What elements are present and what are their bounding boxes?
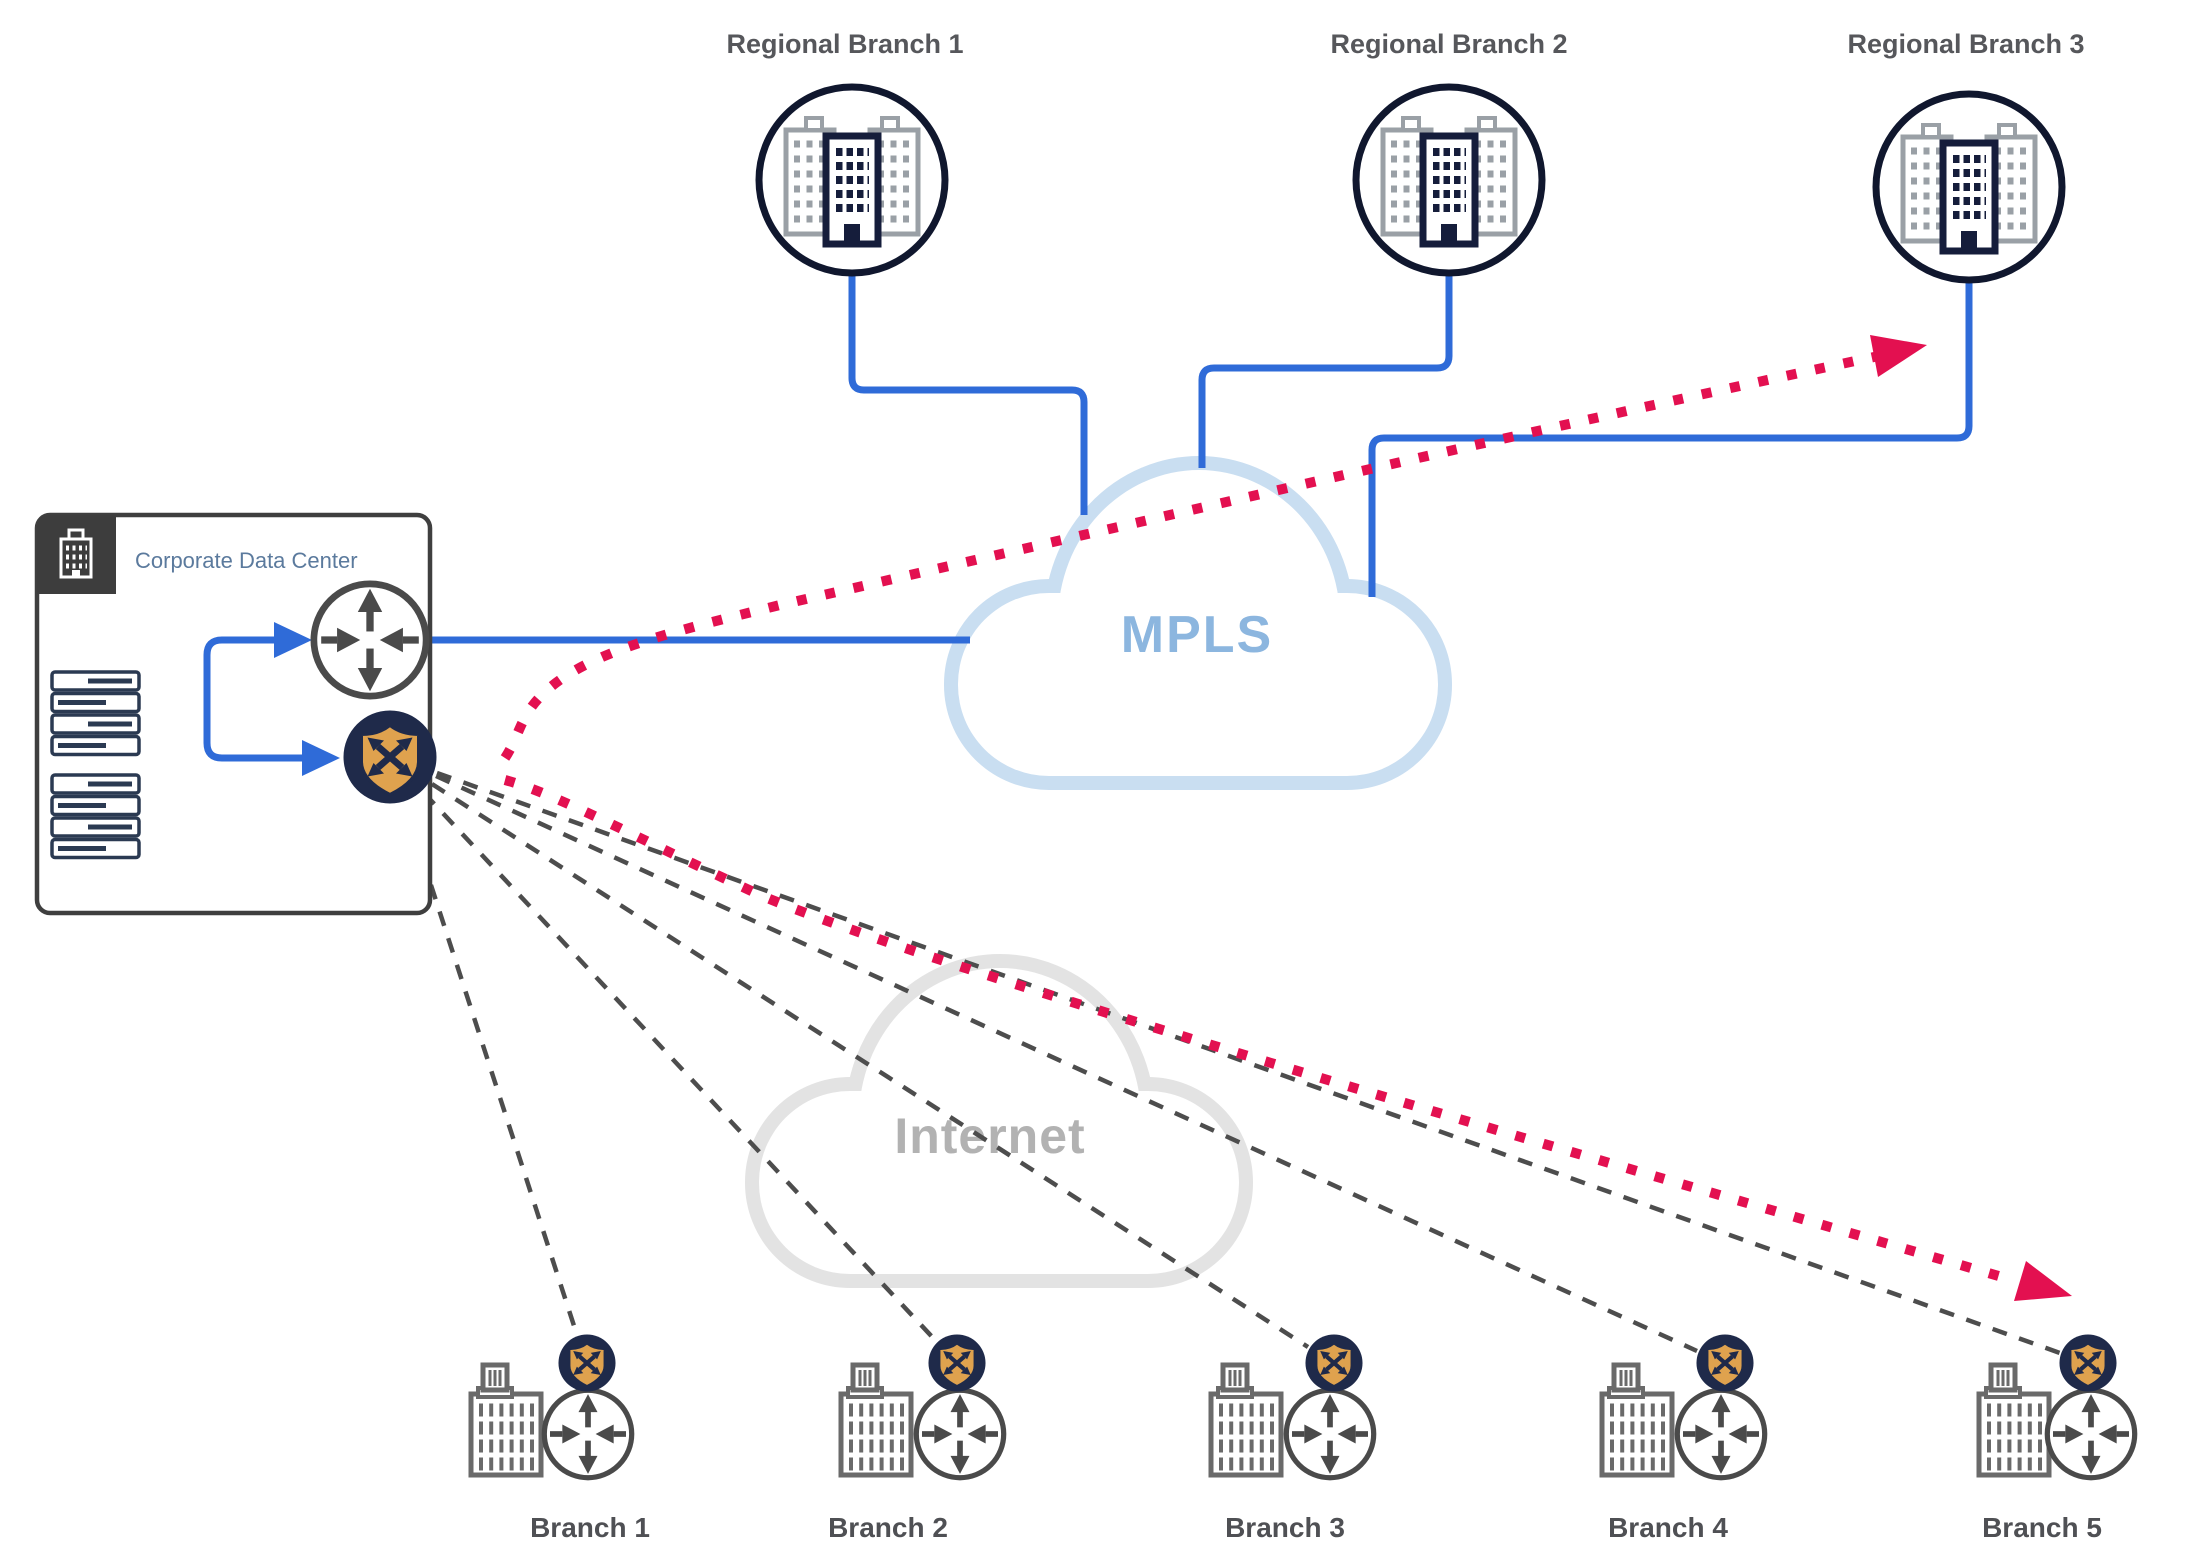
server-rack-top xyxy=(50,670,141,757)
regional-branch-2-node: Regional Branch 2 xyxy=(1330,29,1568,273)
branch-router-icon xyxy=(2047,1390,2134,1477)
branch-building-icon xyxy=(471,1365,541,1475)
branch-sdwan-shield-icon xyxy=(1305,1334,1362,1391)
mpls-cloud-label: MPLS xyxy=(1121,606,1273,664)
branch-router-icon xyxy=(916,1390,1003,1477)
branch-2-label: Branch 2 xyxy=(828,1512,948,1543)
branch-building-icon xyxy=(841,1365,911,1475)
arrowhead-to-router xyxy=(274,622,312,658)
internet-cloud-label: Internet xyxy=(894,1108,1085,1164)
branch-sdwan-shield-icon xyxy=(1696,1334,1753,1391)
branch-building-icon xyxy=(1979,1365,2049,1475)
mpls-cloud: MPLS xyxy=(958,470,1438,776)
branch-router-icon xyxy=(1286,1390,1373,1477)
branch-sdwan-shield-icon xyxy=(2059,1334,2116,1391)
branch-1-node: Branch 1 xyxy=(471,1334,650,1543)
branch-sdwan-shield-icon xyxy=(928,1334,985,1391)
regional-building-icon xyxy=(1876,94,2062,280)
branch-1-label: Branch 1 xyxy=(530,1512,650,1543)
regional-building-icon xyxy=(1356,87,1542,273)
regional-branch-1-node: Regional Branch 1 xyxy=(726,29,964,273)
dc-label: Corporate Data Center xyxy=(135,548,358,573)
underlay-link-branch-5 xyxy=(436,770,2061,1356)
dc-badge xyxy=(37,515,116,594)
branch-3-node: Branch 3 xyxy=(1211,1334,1374,1543)
branch-router-icon xyxy=(544,1390,631,1477)
branch-building-icon xyxy=(1602,1365,1672,1475)
overlay-path-to-regional-branch-3 xyxy=(500,349,1890,761)
underlay-link-branch-2 xyxy=(422,791,938,1343)
branch-building-icon xyxy=(1211,1365,1281,1475)
server-rack-bottom xyxy=(50,773,141,860)
dc-sdwan-shield-icon xyxy=(344,711,437,804)
regional-branch-3-node: Regional Branch 3 xyxy=(1847,29,2085,280)
branch-2-node: Branch 2 xyxy=(828,1334,1004,1543)
branch-4-node: Branch 4 xyxy=(1602,1334,1765,1543)
link-regional-branch-3-mpls xyxy=(1368,278,1973,597)
dc-router-icon xyxy=(314,584,426,696)
underlay-link-branch-4 xyxy=(435,773,1698,1354)
regional-branch-3-label: Regional Branch 3 xyxy=(1847,29,2084,59)
link-regional-branch-2-mpls xyxy=(1198,274,1453,468)
branch-3-label: Branch 3 xyxy=(1225,1512,1345,1543)
overlay-paths xyxy=(500,335,2072,1301)
link-regional-branch-1-mpls xyxy=(848,272,1088,515)
overlay-path-to-branch-5 xyxy=(503,775,2004,1282)
branch-5-node: Branch 5 xyxy=(1979,1334,2135,1543)
corporate-data-center: Corporate Data Center xyxy=(34,512,437,916)
regional-building-icon xyxy=(759,87,945,273)
regional-branch-2-label: Regional Branch 2 xyxy=(1330,29,1567,59)
overlay-arrowhead-branch-5 xyxy=(2014,1261,2072,1301)
internet-cloud: Internet xyxy=(759,968,1239,1274)
branch-5-label: Branch 5 xyxy=(1982,1512,2102,1543)
mpls-links xyxy=(426,272,1973,644)
underlay-links xyxy=(402,770,2061,1356)
branch-4-label: Branch 4 xyxy=(1608,1512,1728,1543)
arrowhead-to-sdwan xyxy=(302,740,340,776)
underlay-link-branch-1 xyxy=(402,804,580,1336)
regional-branch-1-label: Regional Branch 1 xyxy=(726,29,963,59)
branch-router-icon xyxy=(1677,1390,1764,1477)
overlay-arrowhead-regional-branch-3 xyxy=(1870,335,1927,377)
underlay-link-branch-3 xyxy=(430,782,1310,1349)
dc-internal-links xyxy=(203,622,340,776)
branch-sdwan-shield-icon xyxy=(558,1334,615,1391)
